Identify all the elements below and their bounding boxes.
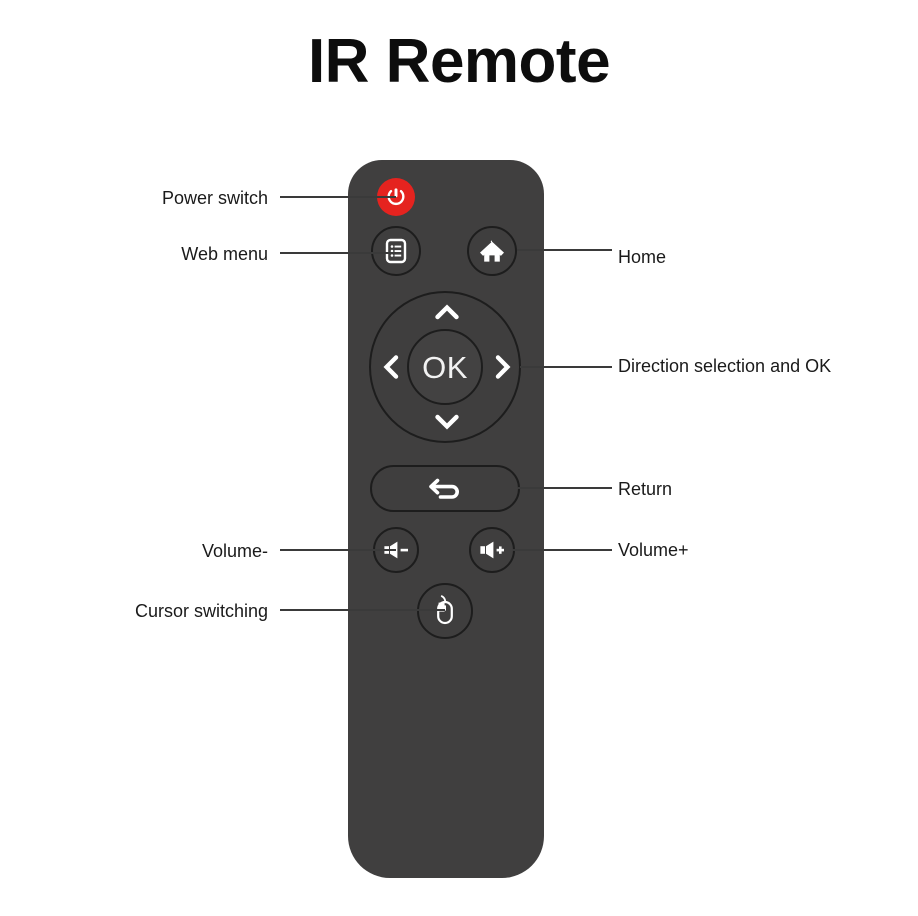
cursor-switching-button[interactable] <box>417 583 473 639</box>
dpad-control[interactable]: OK <box>369 291 521 443</box>
callout-label-return: Return <box>618 479 673 499</box>
web-menu-button[interactable] <box>371 226 421 276</box>
volume-up-button[interactable] <box>469 527 515 573</box>
power-icon <box>387 188 405 206</box>
callout-label-power-switch: Power switch <box>161 188 268 208</box>
page-title: IR Remote <box>307 27 611 96</box>
ok-button-label: OK <box>422 349 468 385</box>
callout-label-web-menu: Web menu <box>181 244 268 264</box>
callout-label-volume-up: Volume+ <box>618 540 689 560</box>
leader-line-direction <box>520 366 612 368</box>
dpad-right-button[interactable] <box>490 354 516 380</box>
leader-line-return <box>518 487 612 489</box>
home-button[interactable] <box>467 226 517 276</box>
chevron-right-icon <box>495 355 511 379</box>
remote-body: OK <box>348 160 544 878</box>
return-arrow-icon <box>429 478 459 499</box>
leader-line-home <box>517 249 612 251</box>
callout-label-volume-down: Volume- <box>201 541 268 561</box>
leader-line-cursor-switching <box>280 609 445 611</box>
chevron-left-icon <box>383 355 399 379</box>
list-document-icon <box>385 238 407 264</box>
ok-button[interactable]: OK <box>407 329 483 405</box>
callout-label-cursor-switching: Cursor switching <box>134 601 268 621</box>
leader-line-volume-up <box>513 549 612 551</box>
home-icon <box>480 240 504 262</box>
chevron-up-icon <box>435 304 459 320</box>
speaker-plus-icon <box>480 541 504 559</box>
dpad-up-button[interactable] <box>434 299 460 325</box>
leader-line-volume-down <box>280 549 396 551</box>
mouse-icon <box>437 595 453 625</box>
return-button[interactable] <box>370 465 520 512</box>
leader-line-power-switch <box>280 196 396 198</box>
dpad-down-button[interactable] <box>434 409 460 435</box>
leader-line-web-menu <box>280 252 396 254</box>
dpad-left-button[interactable] <box>378 354 404 380</box>
callout-label-home: Home <box>618 247 667 267</box>
callout-label-direction-ok: Direction selection and OK <box>618 356 832 376</box>
chevron-down-icon <box>435 414 459 430</box>
